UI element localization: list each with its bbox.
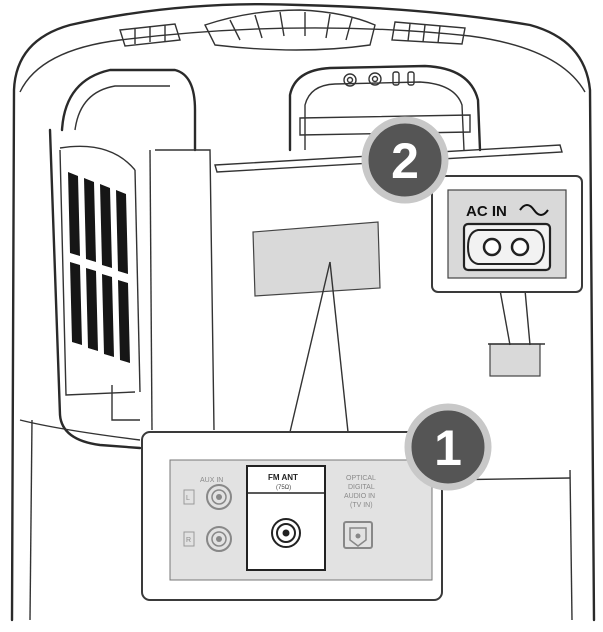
optical-label-1: OPTICAL (346, 475, 376, 482)
optical-section: OPTICAL DIGITAL AUDIO IN (TV IN) (343, 475, 376, 549)
ventilation-grille (68, 172, 130, 363)
fm-ant-label: FM ANT (268, 473, 298, 482)
aux-in-label: AUX IN (200, 477, 223, 484)
optical-label-3: AUDIO IN (344, 493, 375, 500)
ac-wave-icon (519, 204, 549, 216)
optical-jack (343, 521, 373, 549)
callout-badge-2: 2 (361, 116, 449, 204)
fm-ant-jack (271, 518, 301, 548)
socket-pin-left (482, 237, 502, 257)
callout-number-2: 2 (391, 133, 419, 189)
leader-lines (289, 261, 531, 433)
socket-pin-right (510, 237, 530, 257)
ac-in-callout: AC IN (431, 175, 583, 293)
fm-ant-section: FM ANT (75Ω) (246, 465, 326, 571)
optical-label-2: DIGITAL (348, 484, 375, 491)
callout-badge-1: 1 (404, 403, 492, 491)
aux-right-jack (206, 526, 232, 552)
speaker-body (10, 2, 596, 622)
ac-socket (462, 222, 552, 272)
jack-panel-callout: AUX IN L R FM ANT (75Ω) OPTICAL DIGITAL (141, 431, 443, 601)
ac-in-label: AC IN (466, 203, 507, 220)
aux-in-section: AUX IN L R (183, 477, 232, 552)
aux-left-mark: L (186, 495, 190, 502)
aux-right-mark: R (186, 537, 191, 544)
aux-left-jack (206, 484, 232, 510)
rear-label-plate (252, 221, 381, 297)
fm-ant-impedance: (75Ω) (276, 485, 291, 491)
optical-label-4: (TV IN) (350, 502, 373, 509)
callout-number-1: 1 (434, 420, 462, 476)
